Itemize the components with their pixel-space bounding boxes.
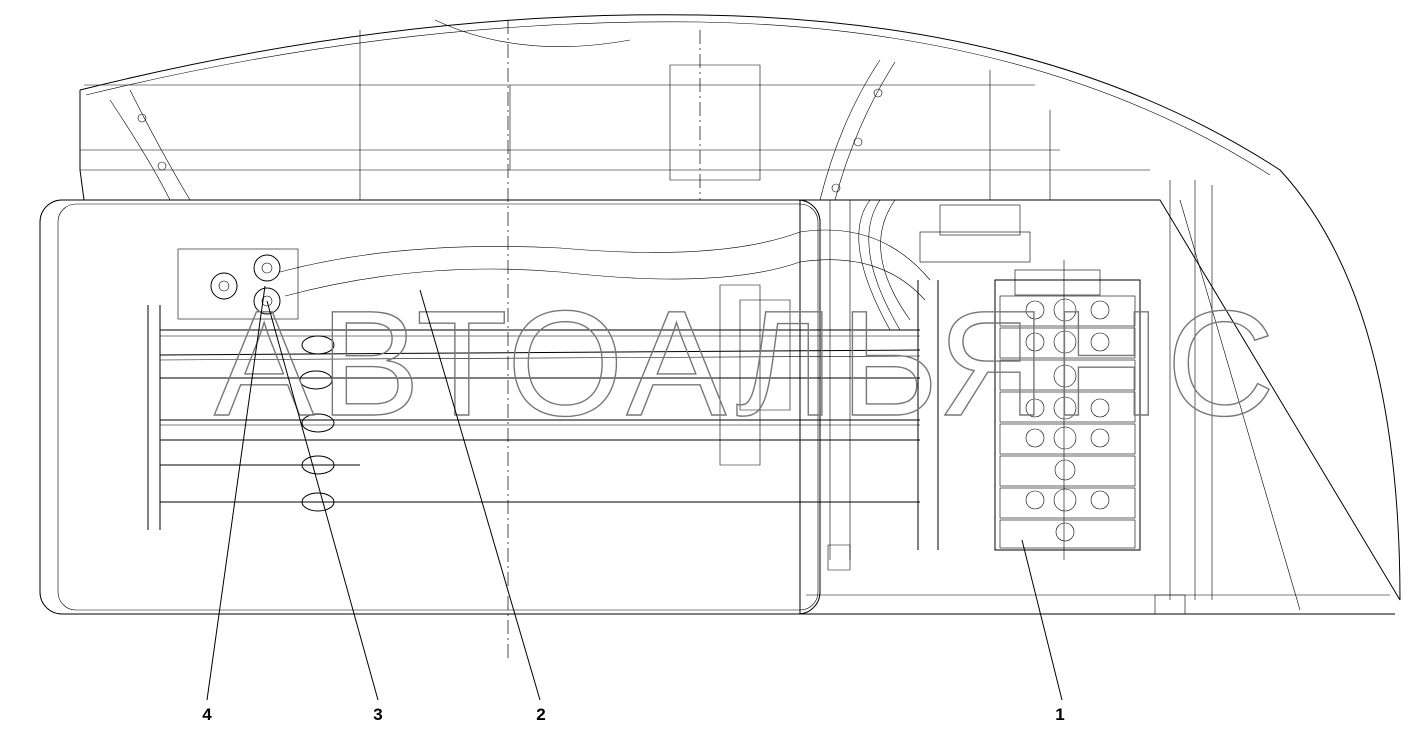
control-panel-housing <box>39 180 1395 615</box>
watermark-text: АВТОАЛЬЯНС <box>214 279 1281 447</box>
hydraulic-hoses <box>279 199 931 331</box>
gauge-panel <box>177 248 299 320</box>
callout-3: 3 <box>373 705 382 724</box>
center-lines <box>507 20 701 660</box>
callout-2: 2 <box>536 705 545 724</box>
leader-lines <box>206 285 1063 701</box>
hydraulic-distributor <box>917 204 1141 560</box>
control-levers <box>147 284 921 530</box>
callout-4: 4 <box>202 705 212 724</box>
cab-roof-outline <box>79 14 1401 601</box>
callout-1: 1 <box>1055 705 1064 724</box>
